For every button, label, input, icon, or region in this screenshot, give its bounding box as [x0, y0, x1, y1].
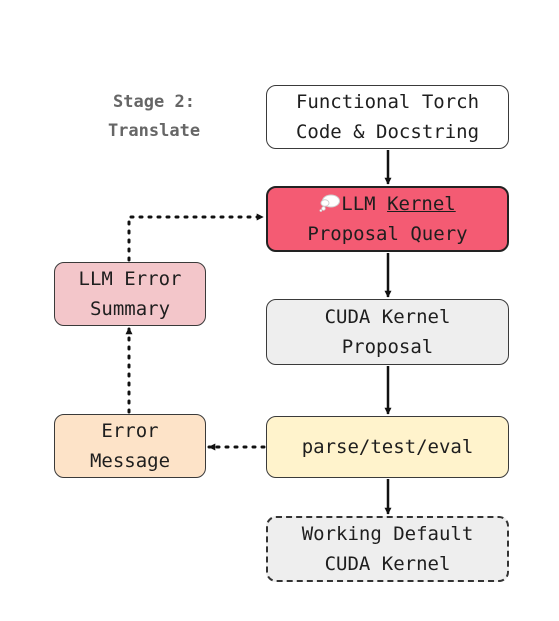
node-parse-line1: parse/test/eval: [301, 436, 474, 458]
node-cuda-kernel-proposal: CUDA Kernel Proposal: [266, 299, 509, 365]
node-working-default-cuda-kernel: Working Default CUDA Kernel: [266, 516, 509, 582]
node-working-line1: Working Default: [301, 523, 474, 545]
node-llm-kernel-proposal-query: LLM Kernel Proposal Query: [266, 186, 509, 252]
node-summary-line2: Summary: [89, 298, 171, 320]
node-query-line1: LLM Kernel: [319, 189, 456, 219]
node-query-line2: Proposal Query: [307, 223, 468, 245]
node-error-line1: Error: [101, 420, 159, 442]
node-query-keyword: Kernel: [387, 193, 456, 215]
node-parse-test-eval: parse/test/eval: [266, 416, 509, 478]
node-functional-torch-code: Functional Torch Code & Docstring: [266, 85, 509, 149]
node-summary-line1: LLM Error: [78, 268, 182, 290]
node-llm-error-summary: LLM Error Summary: [54, 262, 206, 326]
arrow-summary-to-query: [127, 213, 265, 262]
stage-label-line2: Translate: [107, 121, 201, 141]
node-query-prefix: LLM: [341, 193, 388, 215]
node-error-message: Error Message: [54, 414, 206, 478]
stage-label: Stage 2: Translate: [84, 88, 224, 146]
node-cuda-line1: CUDA Kernel: [324, 306, 451, 328]
node-cuda-line2: Proposal: [341, 336, 434, 358]
node-torch-line1: Functional Torch: [295, 91, 480, 113]
node-error-line2: Message: [89, 450, 171, 472]
node-working-line2: CUDA Kernel: [324, 553, 451, 575]
stage-label-line1: Stage 2:: [113, 92, 195, 112]
thought-bubble-icon: [319, 194, 341, 212]
node-torch-line2: Code & Docstring: [295, 121, 480, 143]
